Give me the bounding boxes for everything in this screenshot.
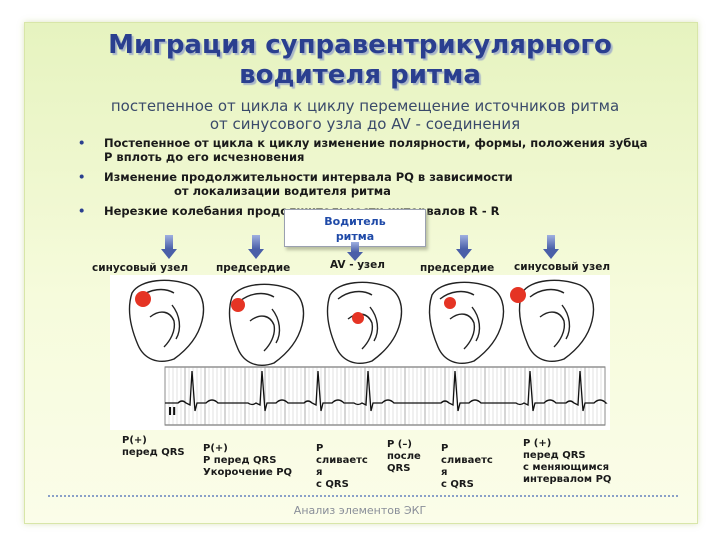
bullet-item: •Изменение продолжительности интервала P… (78, 170, 658, 198)
heart-ecg-svg: II (128, 279, 608, 426)
pacemaker-label-line-2: ритма (335, 230, 375, 243)
pacemaker-dot (135, 291, 151, 307)
bullet-item: •Постепенное от цикла к циклу изменение … (78, 136, 648, 164)
region-label: предсердие (420, 262, 495, 274)
region-label: синусовый узел (92, 262, 189, 274)
annotation: P(+) перед QRS (122, 435, 185, 458)
heart-diagram (128, 279, 205, 363)
bullet-dot-icon: • (78, 170, 86, 184)
down-arrow-icon (347, 242, 363, 261)
down-arrow-icon (456, 235, 472, 259)
bullet-continuation: от локализации водителя ритма (174, 184, 391, 198)
annotation: P (–) после QRS (387, 439, 421, 474)
ecg-strip (164, 366, 608, 426)
pacemaker-dot (510, 287, 526, 303)
title-line-1: Миграция суправентрикулярного (108, 30, 612, 60)
pacemaker-label-line-1: Водитель (324, 215, 386, 228)
heart-diagram (228, 283, 305, 367)
slide-title: Миграция суправентрикулярного водителя р… (60, 30, 660, 90)
heart-diagram (326, 281, 403, 365)
bullet-dot-icon: • (78, 204, 86, 218)
slide-panel (24, 22, 698, 524)
slide-subtitle: постепенное от цикла к циклу перемещение… (50, 97, 680, 133)
down-arrow-icon (161, 235, 177, 259)
footer-divider (48, 495, 678, 497)
annotation: P (+) перед QRS с меняющимся интервалом … (523, 438, 612, 485)
pacemaker-dot (231, 298, 245, 312)
slide-footer: Анализ элементов ЭКГ (293, 504, 427, 517)
title-line-2: водителя ритма (239, 60, 481, 90)
annotation: P(+) P перед QRS Укорочение PQ (203, 443, 293, 478)
pacemaker-label-box: Водитель ритма (284, 209, 426, 247)
down-arrow-icon (248, 235, 264, 259)
subtitle-line-2: от синусового узла до AV - соединения (209, 115, 521, 133)
pacemaker-dots (135, 287, 526, 324)
pacemaker-dot (444, 297, 456, 309)
annotation: P сливаетс я с QRS (441, 443, 493, 490)
subtitle-line-1: постепенное от цикла к циклу перемещение… (110, 97, 620, 115)
bullet-dot-icon: • (78, 136, 86, 150)
region-label: предсердие (216, 262, 291, 274)
region-label: AV - узел (330, 259, 385, 271)
heart-diagram (428, 281, 505, 365)
down-arrow-icon (543, 235, 559, 259)
pacemaker-dot (352, 312, 364, 324)
heart-ecg-figure: II (110, 275, 610, 430)
ecg-lead-label: II (168, 405, 176, 418)
annotation: P сливаетс я с QRS (316, 443, 368, 490)
region-label: синусовый узел (514, 261, 611, 273)
heart-diagram (518, 279, 595, 363)
